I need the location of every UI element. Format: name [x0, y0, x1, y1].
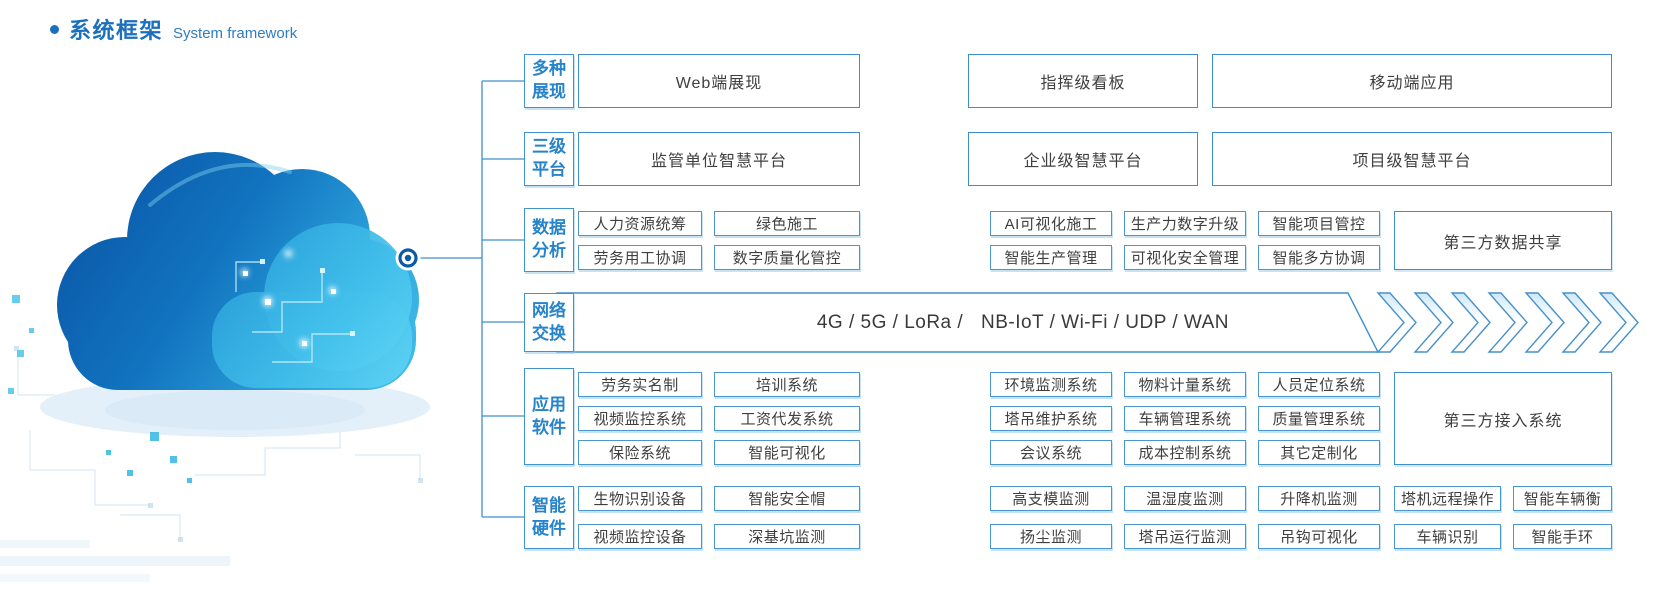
diagram-box: 吊钩可视化 — [1258, 524, 1380, 549]
diagram-box: 工资代发系统 — [714, 406, 860, 431]
box-web-display: Web端展现 — [578, 54, 860, 108]
diagram-box: 数字质量化管控 — [714, 245, 860, 270]
diagram-box: AI可视化施工 — [990, 211, 1112, 236]
diagram-box: 劳务用工协调 — [578, 245, 702, 270]
box-enterprise-platform: 企业级智慧平台 — [968, 132, 1198, 186]
diagram-box: 升降机监测 — [1258, 486, 1380, 511]
diagram-box: 智能多方协调 — [1258, 245, 1380, 270]
diagram-box: 绿色施工 — [714, 211, 860, 236]
row-label-software: 应用软件 — [524, 368, 574, 465]
diagram-box: 塔吊维护系统 — [990, 406, 1112, 431]
box-project-platform: 项目级智慧平台 — [1212, 132, 1612, 186]
diagram-box: 保险系统 — [578, 440, 702, 465]
chevron-arrows-icon — [1376, 292, 1639, 353]
network-protocols-right: NB-IoT / Wi-Fi / UDP / WAN — [980, 311, 1230, 333]
diagram-box: 智能可视化 — [714, 440, 860, 465]
row-label-data: 数据分析 — [524, 208, 574, 272]
diagram-box: 智能手环 — [1513, 524, 1612, 549]
diagram-box: 视频监控系统 — [578, 406, 702, 431]
diagram-box: 车辆识别 — [1394, 524, 1501, 549]
diagram-box: 质量管理系统 — [1258, 406, 1380, 431]
diagram-box: 成本控制系统 — [1124, 440, 1246, 465]
diagram-box: 扬尘监测 — [990, 524, 1112, 549]
diagram-box: 环境监测系统 — [990, 372, 1112, 397]
diagram-box: 会议系统 — [990, 440, 1112, 465]
box-mobile-app: 移动端应用 — [1212, 54, 1612, 108]
diagram-box: 塔吊运行监测 — [1124, 524, 1246, 549]
diagram-box: 深基坑监测 — [714, 524, 860, 549]
page-subtitle: System framework — [173, 25, 298, 42]
diagram-box: 塔机远程操作 — [1394, 486, 1501, 511]
diagram-box: 智能项目管控 — [1258, 211, 1380, 236]
diagram-box: 物料计量系统 — [1124, 372, 1246, 397]
box-supervision-platform: 监管单位智慧平台 — [578, 132, 860, 186]
page-title: 系统框架 — [69, 18, 164, 43]
diagram-box: 其它定制化 — [1258, 440, 1380, 465]
circuit-pattern — [17, 350, 421, 540]
row-label-platform: 三级平台 — [524, 132, 574, 186]
diagram-box: 智能车辆衡 — [1513, 486, 1612, 511]
row-label-hardware: 智能硬件 — [524, 486, 574, 549]
box-command-board: 指挥级看板 — [968, 54, 1198, 108]
row-label-display: 多种展现 — [524, 54, 574, 108]
dot-icon — [50, 24, 59, 34]
diagram-box: 人员定位系统 — [1258, 372, 1380, 397]
diagram-box: 生产力数字升级 — [1124, 211, 1246, 236]
hub-node-icon — [395, 245, 421, 271]
diagram-box: 视频监控设备 — [578, 524, 702, 549]
box-third-party-access: 第三方接入系统 — [1394, 372, 1612, 465]
diagram-box: 智能生产管理 — [990, 245, 1112, 270]
diagram-box: 可视化安全管理 — [1124, 245, 1246, 270]
diagram-box: 温湿度监测 — [1124, 486, 1246, 511]
diagram-box: 智能安全帽 — [714, 486, 860, 511]
section-title: 系统框架 System framework — [50, 13, 297, 45]
diagram-box: 劳务实名制 — [578, 372, 702, 397]
box-third-party-data: 第三方数据共享 — [1394, 211, 1612, 270]
diagram-box: 车辆管理系统 — [1124, 406, 1246, 431]
diagram-box: 生物识别设备 — [578, 486, 702, 511]
diagram-box: 人力资源统筹 — [578, 211, 702, 236]
diagram-box: 高支模监测 — [990, 486, 1112, 511]
network-protocols-left: 4G / 5G / LoRa / — [816, 311, 964, 333]
row-label-network: 网络交换 — [524, 293, 574, 352]
diagram-box: 培训系统 — [714, 372, 860, 397]
